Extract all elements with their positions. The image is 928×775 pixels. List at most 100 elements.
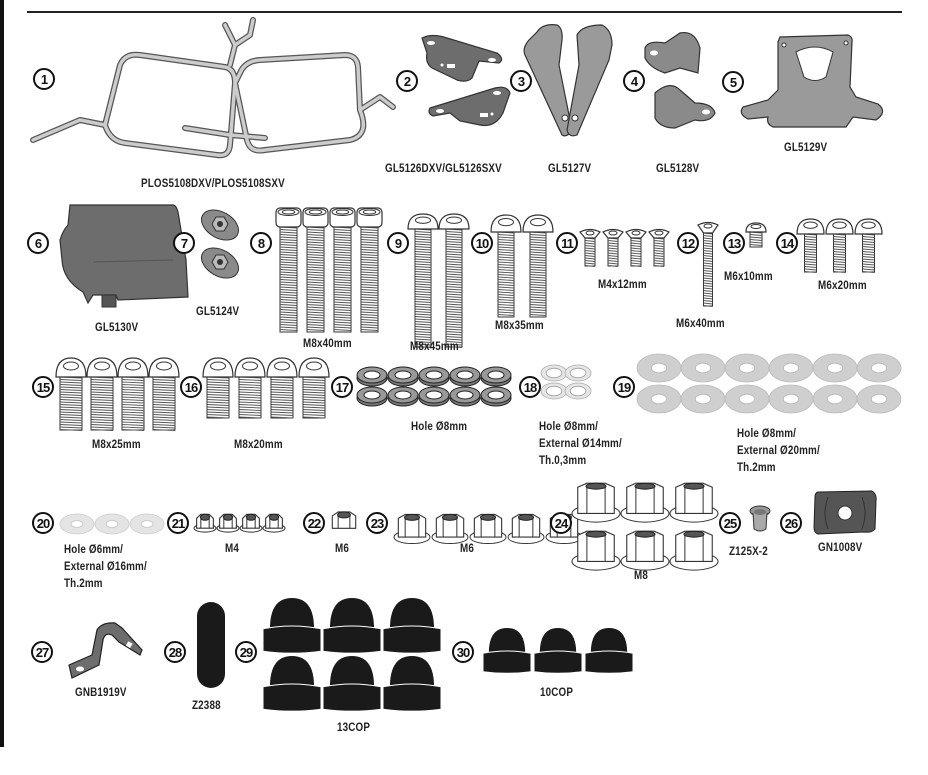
item-label-11: M4x12mm (598, 277, 647, 291)
item-number-14: 14 (776, 232, 798, 254)
washer (564, 382, 592, 400)
bolt (579, 228, 601, 267)
item-number-22: 22 (303, 512, 325, 534)
dome-cap (584, 628, 634, 674)
item-number-24: 24 (550, 512, 572, 534)
rubber-strip-drawing (197, 602, 225, 688)
lock-washer (480, 366, 512, 387)
item-label-24: M8 (634, 568, 649, 582)
washer (540, 364, 568, 382)
lock-washer (480, 386, 512, 407)
washer (129, 513, 165, 535)
cap-group-13cop (262, 598, 447, 775)
nut (571, 530, 621, 571)
item-label-1: PLOS5108DXV/PLOS5108SXV (141, 176, 285, 190)
item-label-25: Z125X-2 (729, 544, 768, 558)
item-number-21: 21 (167, 512, 189, 534)
bolt (697, 221, 719, 307)
bolt (86, 357, 118, 431)
item-number-7: 7 (173, 232, 195, 254)
item-number-4: 4 (623, 70, 645, 92)
dome-cap (382, 656, 442, 712)
nut (393, 513, 431, 545)
item-number-17: 17 (331, 376, 353, 398)
item-number-16: 16 (180, 376, 202, 398)
item-number-6: 6 (27, 232, 49, 254)
nut (239, 513, 263, 533)
bolt (490, 214, 522, 318)
medium-washer-group (59, 511, 182, 535)
item-label-15: M8x25mm (92, 437, 141, 451)
bolt (854, 218, 883, 273)
dome-cap (382, 598, 442, 654)
label-line: Th.2mm (64, 576, 103, 590)
washer (724, 353, 770, 383)
bolt (796, 218, 825, 273)
lock-washer-group (356, 366, 527, 412)
bolt (602, 228, 624, 267)
plastic-bushing-drawing (749, 505, 771, 532)
item-number-30: 30 (452, 641, 474, 663)
bolt (625, 228, 647, 267)
v-bracket-drawing (523, 24, 613, 137)
item-number-5: 5 (722, 71, 744, 93)
u-clamp-drawing (68, 622, 143, 679)
nut (216, 513, 240, 533)
lock-washer (449, 366, 481, 387)
item-label-16: M8x20mm (234, 437, 283, 451)
bolt (302, 207, 329, 333)
bolt (329, 207, 356, 333)
bolt-group-m8x45 (407, 213, 500, 356)
item-number-20: 20 (32, 512, 54, 534)
washer (59, 513, 95, 535)
item-label-13: M6x10mm (724, 269, 773, 283)
nut (571, 482, 621, 523)
license-plate-bracket-drawing (740, 34, 884, 128)
item-label-8: M8x40mm (303, 336, 352, 350)
label-line: Hole Ø6mm/ (64, 542, 124, 556)
bracket-plate-upper-drawing (421, 34, 503, 82)
item-label-4: GL5128V (656, 161, 700, 175)
washer (636, 384, 682, 414)
washer (812, 353, 858, 383)
item-number-26: 26 (780, 512, 802, 534)
lock-washer (418, 366, 450, 387)
item-number-9: 9 (387, 232, 409, 254)
nut (669, 482, 719, 523)
nut-group-m4 (193, 511, 308, 538)
bolt (266, 357, 298, 419)
bolt (117, 357, 149, 431)
item-label-5: GL5129V (784, 140, 828, 154)
bolt (438, 213, 470, 348)
washer (636, 353, 682, 383)
item-label-20: Hole Ø6mm/External Ø16mm/Th.2mm (64, 541, 147, 592)
item-label-18: Hole Ø8mm/External Ø14mm/Th.0,3mm (539, 418, 622, 469)
washer (564, 364, 592, 382)
bolt (275, 207, 302, 333)
bolt (648, 228, 670, 267)
nut (669, 530, 719, 571)
item-label-22: M6 (335, 541, 350, 555)
lock-washer (356, 386, 388, 407)
bolt-group-m8x25 (55, 357, 210, 439)
nut (620, 530, 670, 571)
screw-m6x10 (745, 222, 767, 256)
nut (507, 513, 545, 545)
item-label-26: GN1008V (818, 540, 863, 554)
washer (768, 353, 814, 383)
item-number-13: 13 (723, 232, 745, 254)
rubber-pad-drawing (813, 490, 877, 535)
pannier-frame-drawing (30, 17, 396, 159)
nut (193, 513, 217, 533)
item-number-12: 12 (677, 232, 699, 254)
nut-m6-plain (331, 508, 357, 539)
item-label-28: Z2388 (192, 698, 221, 712)
item-number-2: 2 (396, 70, 418, 92)
item-label-30: 10COP (540, 685, 574, 699)
dome-cap (322, 656, 382, 712)
item-number-8: 8 (250, 232, 272, 254)
nut (331, 511, 357, 529)
washer (812, 384, 858, 414)
label-line: Hole Ø8mm/ (539, 419, 599, 433)
thin-washer-group (540, 364, 602, 414)
